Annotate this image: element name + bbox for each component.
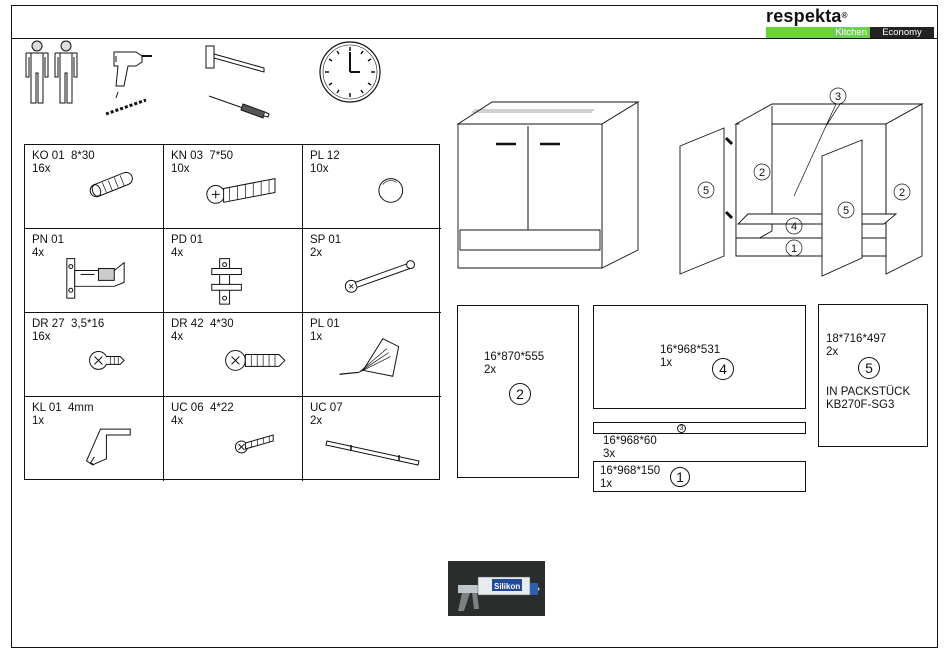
label-1: 1 xyxy=(791,243,797,255)
door-note-1: IN PACKSTÜCK xyxy=(826,386,910,399)
header-divider xyxy=(11,38,938,39)
bottom-num: 1 xyxy=(670,467,690,487)
label-2: 2 xyxy=(759,167,765,179)
top-qty: 1x xyxy=(660,357,672,370)
side-dims: 16*870*555 xyxy=(484,351,544,364)
hinge-plate-icon xyxy=(164,229,302,312)
part-cell: PD 01 4x xyxy=(164,229,303,313)
panel-bottom: 16*968*150 1x 1 xyxy=(593,461,806,492)
part-cell: DR 42 4*30 4x xyxy=(164,313,303,397)
part-cell: DR 27 3,5*16 16x xyxy=(25,313,164,397)
label-2b: 2 xyxy=(899,187,905,199)
screwdriver-icon xyxy=(207,94,272,120)
bolt-icon xyxy=(303,229,441,312)
handle-screw-icon xyxy=(164,397,302,481)
part-cell: UC 07 2x xyxy=(303,397,441,481)
exploded-cabinet-drawing: 3 2 5 4 1 5 2 xyxy=(676,86,926,278)
hinge-icon xyxy=(25,229,163,312)
bracket-icon xyxy=(303,313,441,396)
part-cell: PL 12 10x xyxy=(303,145,441,229)
handle-icon xyxy=(303,397,441,481)
part-cell: KO 01 8*30 16x xyxy=(25,145,164,229)
label-3: 3 xyxy=(835,91,841,103)
panel-top: 16*968*531 1x 4 xyxy=(593,305,806,409)
brand-name: respekta xyxy=(766,6,842,26)
short-screw-icon xyxy=(25,313,163,396)
drill-icon xyxy=(100,44,155,119)
hammer-icon xyxy=(198,44,268,80)
part-cell: KN 03 7*50 10x xyxy=(164,145,303,229)
panel-rail: 3 xyxy=(593,422,806,434)
part-cell: PN 01 4x xyxy=(25,229,164,313)
brand-economy: Economy xyxy=(870,27,934,38)
label-4: 4 xyxy=(791,221,797,233)
silicone-label: Silikon xyxy=(494,580,520,593)
bottom-dims: 16*968*150 xyxy=(600,465,660,478)
parts-table: KO 01 8*30 16x KN 03 7*50 10x PL 12 10x … xyxy=(24,144,440,480)
wall-plug-icon xyxy=(164,145,302,228)
part-cell: KL 01 4mm 1x xyxy=(25,397,164,481)
side-num: 2 xyxy=(509,383,531,405)
part-cell: SP 01 2x xyxy=(303,229,441,313)
rail-num: 3 xyxy=(677,424,686,433)
silicone-gun-photo: Silikon xyxy=(448,561,545,616)
allen-key-icon xyxy=(25,397,163,481)
brand-logo: respekta® Kitchen Economy xyxy=(766,6,934,38)
door-qty: 2x xyxy=(826,346,838,359)
top-num: 4 xyxy=(712,358,734,380)
cap-icon xyxy=(303,145,441,228)
top-dims: 16*968*531 xyxy=(660,344,720,357)
two-persons-icon xyxy=(22,40,82,106)
brand-kitchen: Kitchen xyxy=(766,27,870,38)
part-cell: UC 06 4*22 4x xyxy=(164,397,303,481)
dowel-icon xyxy=(25,145,163,228)
door-note-2: KB270F-SG3 xyxy=(826,399,894,412)
door-dims: 18*716*497 xyxy=(826,333,886,346)
door-num: 5 xyxy=(858,357,880,379)
side-qty: 2x xyxy=(484,364,496,377)
label-5b: 5 xyxy=(843,205,849,217)
rail-qty: 3x xyxy=(603,448,615,461)
bottom-qty: 1x xyxy=(600,478,612,491)
part-cell: PL 01 1x xyxy=(303,313,441,397)
panel-door: 18*716*497 2x 5 IN PACKSTÜCK KB270F-SG3 xyxy=(818,304,928,447)
panel-side: 16*870*555 2x 2 xyxy=(457,305,579,478)
assembled-cabinet-drawing xyxy=(454,100,644,276)
long-screw-icon xyxy=(164,313,302,396)
label-5: 5 xyxy=(703,185,709,197)
clock-icon xyxy=(318,40,382,104)
rail-dims: 16*968*60 xyxy=(603,435,657,448)
